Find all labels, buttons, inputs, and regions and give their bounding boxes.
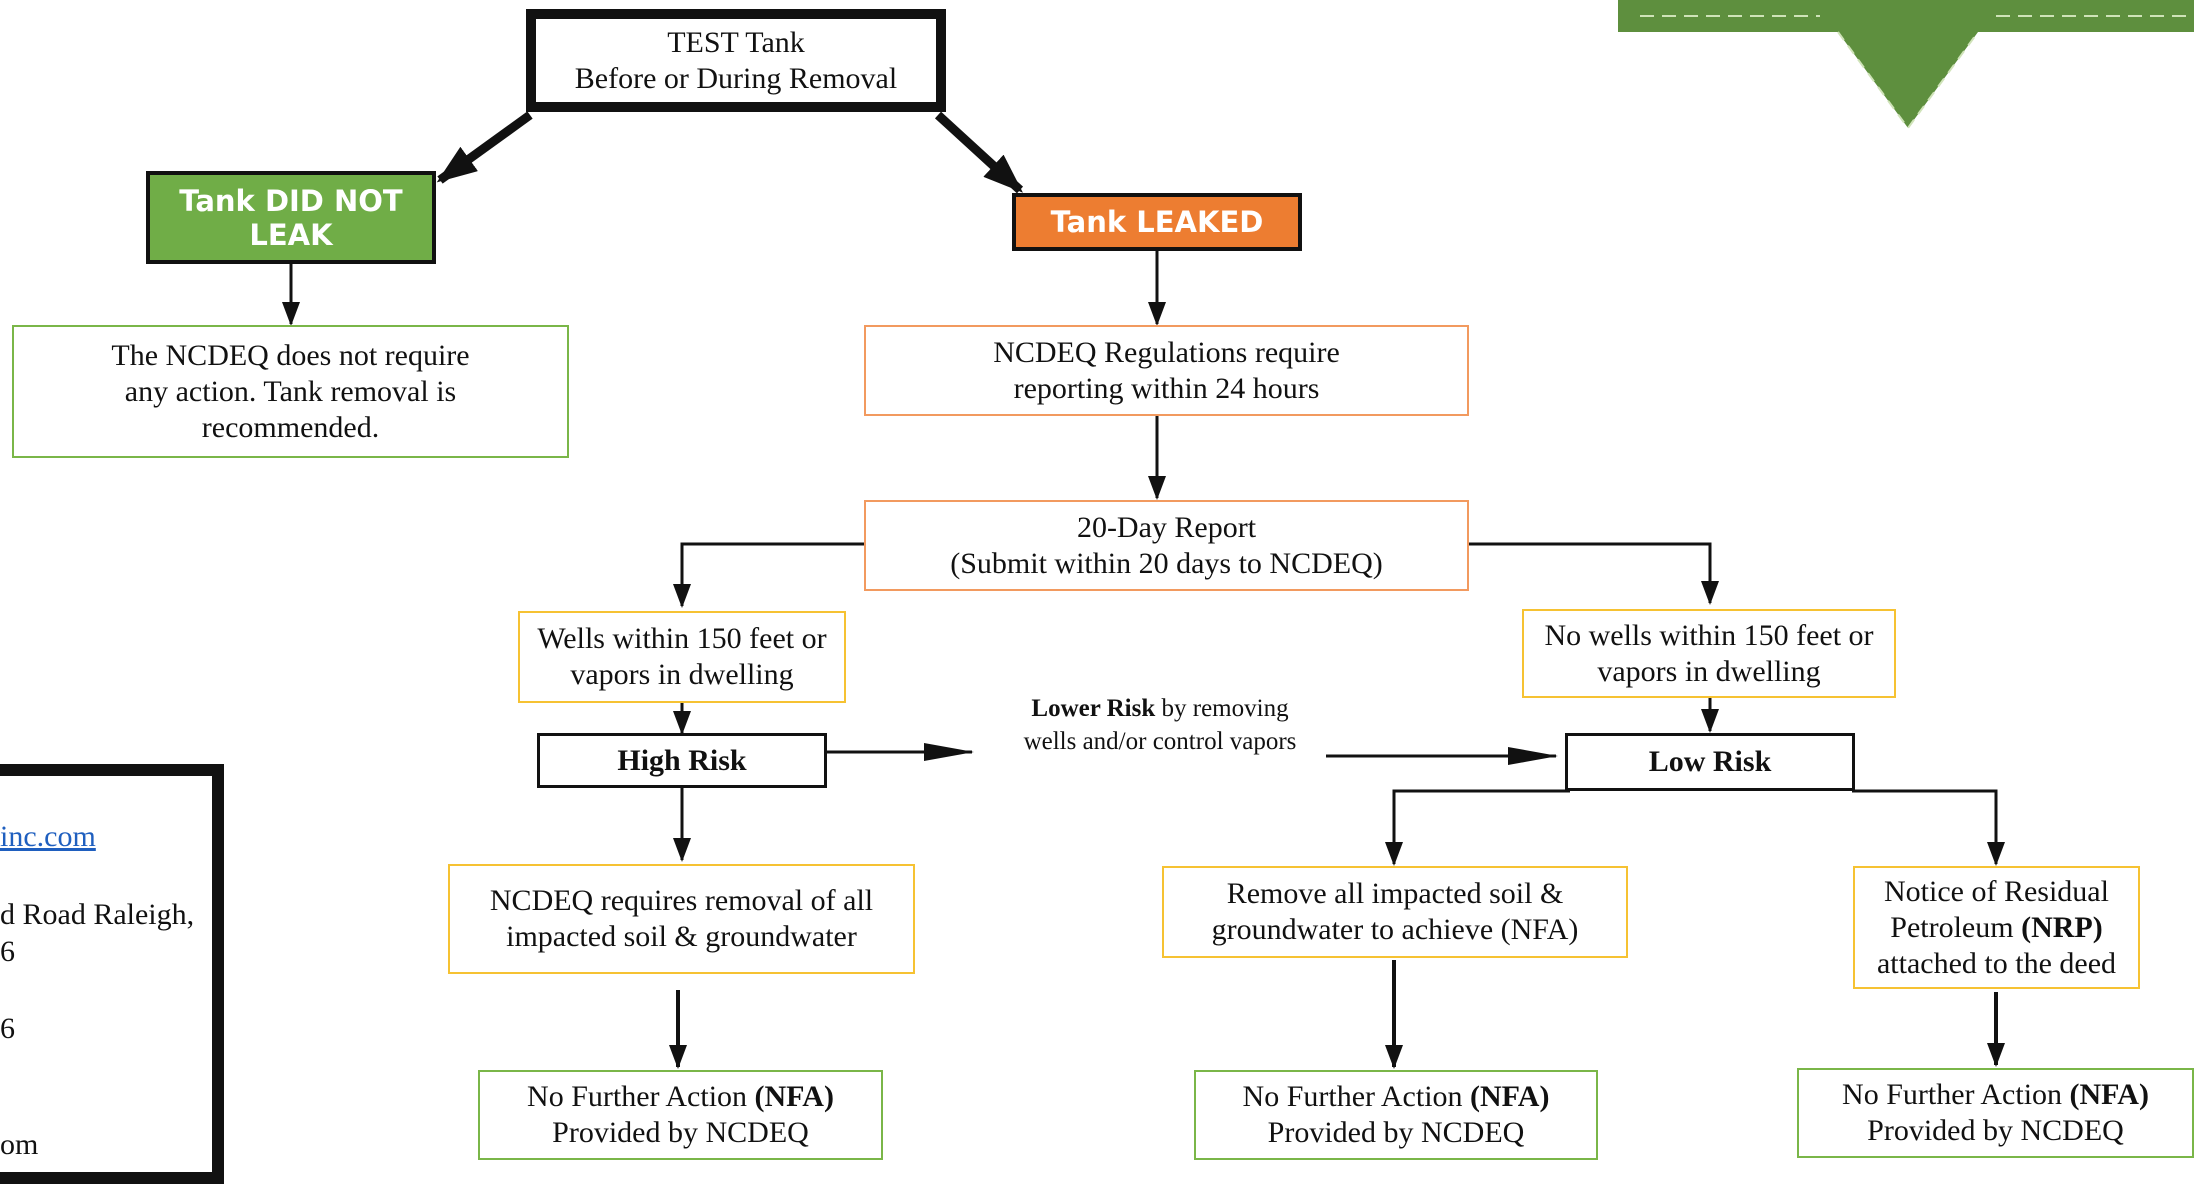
wells-far-line2: vapors in dwelling [1597, 654, 1821, 688]
low-remove-line1: Remove all impacted soil & [1226, 877, 1564, 910]
lower-risk-bold: Lower Risk [1031, 695, 1156, 722]
contact-address-line2: 6 [0, 935, 15, 968]
nfa-box-left: No Further Action (NFA) Provided by NCDE… [478, 1070, 883, 1160]
report-24h-line2: reporting within 24 hours [1013, 371, 1320, 405]
nrp-line2-pre: Petroleum [1890, 910, 2022, 944]
contact-box [0, 764, 224, 1184]
nfa-left-bold: (NFA) [754, 1080, 834, 1113]
low-remove-line2: groundwater to achieve (NFA) [1211, 913, 1579, 946]
nfa-middle-line2: Provided by NCDEQ [1267, 1116, 1525, 1149]
nfa-box-middle: No Further Action (NFA) Provided by NCDE… [1194, 1070, 1598, 1160]
lower-risk-note: Lower Risk by removing wells and/or cont… [990, 692, 1330, 758]
low-risk-label: Low Risk [1648, 745, 1772, 778]
no-leak-note-line1: The NCDEQ does not require [111, 338, 470, 372]
report-20day-line2: (Submit within 20 days to NCDEQ) [950, 546, 1383, 580]
leaked-box: Tank LEAKED [1012, 193, 1302, 251]
test-tank-line2: Before or During Removal [574, 61, 898, 95]
high-action-line2: impacted soil & groundwater [506, 920, 857, 953]
nfa-right-bold: (NFA) [2069, 1078, 2149, 1111]
contact-address-line1: d Road Raleigh, [0, 898, 195, 931]
connector-layer [282, 0, 2194, 1069]
high-risk-label: High Risk [617, 743, 747, 777]
report-24h-line1: NCDEQ Regulations require [993, 335, 1340, 369]
nfa-middle-pre: No Further Action [1242, 1080, 1471, 1113]
nfa-left-pre: No Further Action [527, 1080, 755, 1113]
no-leak-label-line2: LEAK [249, 217, 333, 252]
nfa-left-line2: Provided by NCDEQ [552, 1116, 809, 1149]
wells-near-line2: vapors in dwelling [570, 658, 794, 691]
nfa-right-line2: Provided by NCDEQ [1867, 1114, 2124, 1147]
contact-web: om [0, 1128, 39, 1161]
nrp-line2-bold: (NRP) [2021, 910, 2103, 944]
high-risk-box: High Risk [537, 733, 827, 788]
contact-email[interactable]: inc.com [0, 820, 96, 853]
lower-risk-line2: wells and/or control vapors [1023, 728, 1297, 755]
no-leak-label-line1: Tank DID NOT [179, 183, 403, 218]
wells-near-line1: Wells within 150 feet or [537, 622, 827, 655]
high-action-line1: NCDEQ requires removal of all [489, 884, 874, 917]
nrp-line1: Notice of Residual [1884, 874, 2109, 908]
arrow-test-to-leaked [934, 111, 1024, 194]
report-20day-box: 20-Day Report (Submit within 20 days to … [864, 500, 1469, 591]
low-risk-box: Low Risk [1565, 733, 1855, 791]
nfa-box-right: No Further Action (NFA) Provided by NCDE… [1797, 1068, 2194, 1158]
lower-risk-rest: by removing [1155, 695, 1289, 722]
no-leak-box: Tank DID NOT LEAK [146, 171, 436, 264]
wells-far-line1: No wells within 150 feet or [1544, 618, 1874, 652]
nfa-middle-bold: (NFA) [1470, 1080, 1550, 1113]
arrow-test-to-noleak [436, 111, 533, 184]
nrp-line3: attached to the deed [1876, 946, 2117, 980]
low-remove-box: Remove all impacted soil & groundwater t… [1162, 866, 1628, 958]
contact-phone: 6 [0, 1012, 15, 1045]
nfa-right-pre: No Further Action [1842, 1078, 2070, 1111]
test-tank-box: TEST Tank Before or During Removal [526, 9, 946, 112]
no-leak-note-line2: any action. Tank removal is [124, 374, 457, 408]
wells-far-box: No wells within 150 feet or vapors in dw… [1522, 609, 1896, 698]
test-tank-line1: TEST Tank [667, 25, 805, 59]
nrp-box: Notice of Residual Petroleum (NRP) attac… [1853, 866, 2140, 989]
report-20day-line1: 20-Day Report [1076, 510, 1257, 544]
high-action-box: NCDEQ requires removal of all impacted s… [448, 864, 915, 974]
no-leak-note-line3: recommended. [201, 410, 380, 444]
no-leak-note-box: The NCDEQ does not require any action. T… [12, 325, 569, 458]
wells-near-box: Wells within 150 feet or vapors in dwell… [518, 611, 846, 703]
leaked-label: Tank LEAKED [1050, 205, 1264, 239]
decorative-banner [1618, 0, 2194, 130]
report-24h-box: NCDEQ Regulations require reporting with… [864, 325, 1469, 416]
